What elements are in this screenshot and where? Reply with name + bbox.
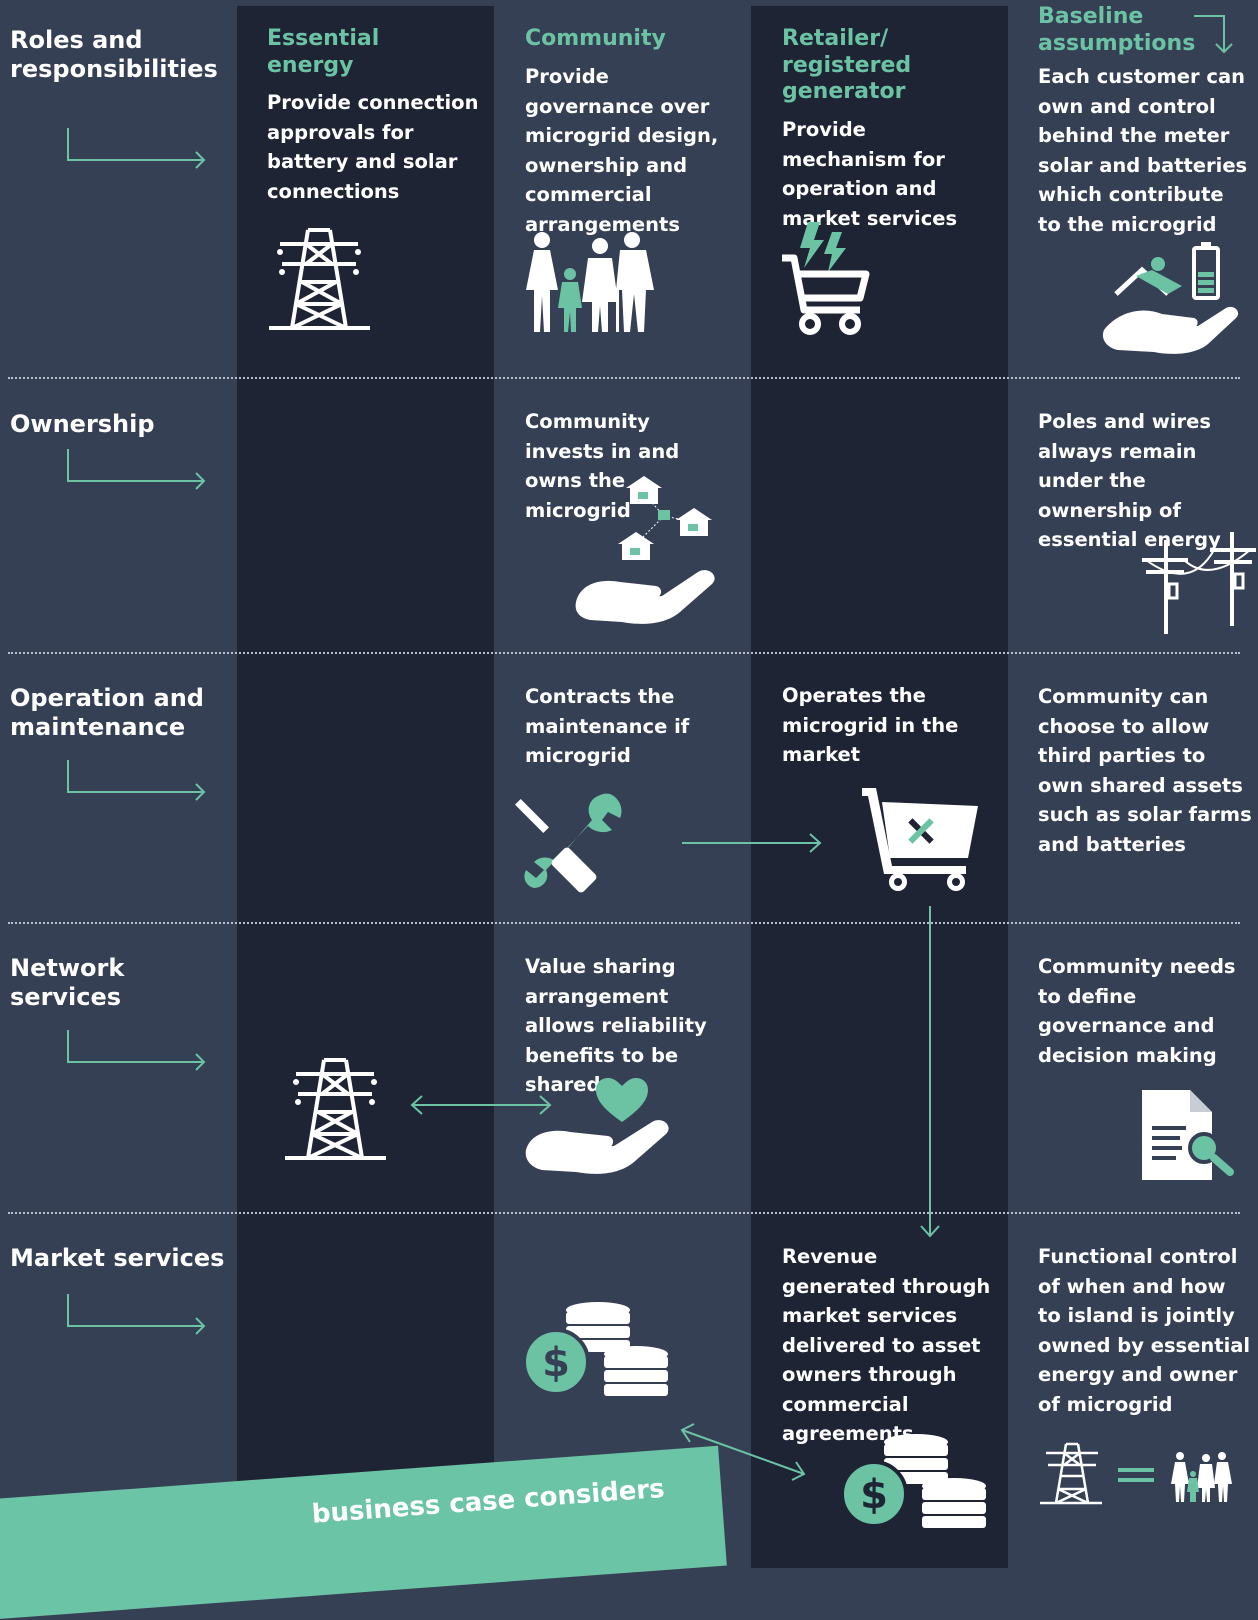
row-arrow [67, 128, 206, 169]
footer-banner-text: business case considers [310, 1473, 666, 1530]
document-search-icon [1142, 1090, 1234, 1180]
cell-roles-essential: Provide connection approvals for battery… [267, 91, 479, 203]
flow-double-arrow [680, 1423, 806, 1481]
tools-icon [515, 793, 622, 893]
cell-network-community: Value sharing arrangement allows reliabi… [525, 955, 707, 1096]
column-header-essential-energy: Essential energy [267, 26, 380, 78]
baseline-down-arrow-icon [1194, 15, 1233, 54]
flow-arrow [920, 906, 940, 1238]
cell-network-baseline: Community needs to define governance and… [1038, 955, 1236, 1067]
row-divider [8, 1212, 1240, 1214]
cell-ownership-community: Community invests in and owns the microg… [525, 410, 680, 522]
column-header-community: Community [525, 26, 666, 51]
row-label-roles: Roles and responsibilities [10, 26, 218, 83]
row-arrow [67, 1294, 206, 1335]
tower-equals-family-icon [1040, 1442, 1232, 1505]
svg-text:$: $ [542, 1340, 570, 1386]
cell-ownership-baseline: Poles and wires always remain under the … [1038, 410, 1221, 551]
cell-roles-community: Provide governance over microgrid design… [525, 65, 719, 236]
cell-roles-baseline: Each customer can own and control behind… [1038, 65, 1248, 236]
power-poles-icon [1142, 532, 1256, 634]
row-label-market: Market services [10, 1244, 225, 1272]
cell-operation-baseline: Community can choose to allow third part… [1038, 685, 1252, 856]
transmission-tower-icon [285, 1058, 386, 1160]
hand-solar-battery-icon [1102, 242, 1239, 354]
row-divider [8, 377, 1240, 379]
cell-operation-community: Contracts the maintenance if microgrid [525, 685, 690, 767]
flow-double-arrow [410, 1095, 552, 1115]
hand-heart-icon [525, 1078, 669, 1174]
coins-icon: $ [522, 1302, 668, 1396]
cell-market-baseline: Functional control of when and how to is… [1038, 1245, 1251, 1416]
cell-operation-retailer: Operates the microgrid in the market [782, 684, 959, 766]
energy-cart-icon [782, 222, 870, 335]
row-label-network: Network services [10, 954, 125, 1011]
cell-market-retailer: Revenue generated through market service… [782, 1245, 991, 1445]
column-header-retailer: Retailer/ registered generator [782, 26, 912, 104]
family-icon [526, 232, 654, 332]
row-divider [8, 922, 1240, 924]
coins-icon: $ [840, 1434, 986, 1528]
row-divider [8, 652, 1240, 654]
svg-text:$: $ [860, 1472, 888, 1518]
column-header-baseline: Baseline assumptions [1038, 4, 1196, 56]
hand-houses-icon [575, 476, 715, 624]
row-label-ownership: Ownership [10, 410, 155, 438]
cell-roles-retailer: Provide mechanism for operation and mark… [782, 118, 958, 230]
flow-arrow [682, 833, 822, 853]
transmission-tower-icon [269, 228, 370, 330]
row-arrow [67, 760, 206, 801]
row-arrow [67, 1030, 206, 1071]
footer-banner: business case considers [0, 1445, 727, 1620]
column-bg-essential-energy [237, 6, 494, 1568]
tools-cart-icon [862, 788, 978, 891]
row-arrow [67, 449, 206, 490]
row-label-operation: Operation and maintenance [10, 684, 204, 741]
